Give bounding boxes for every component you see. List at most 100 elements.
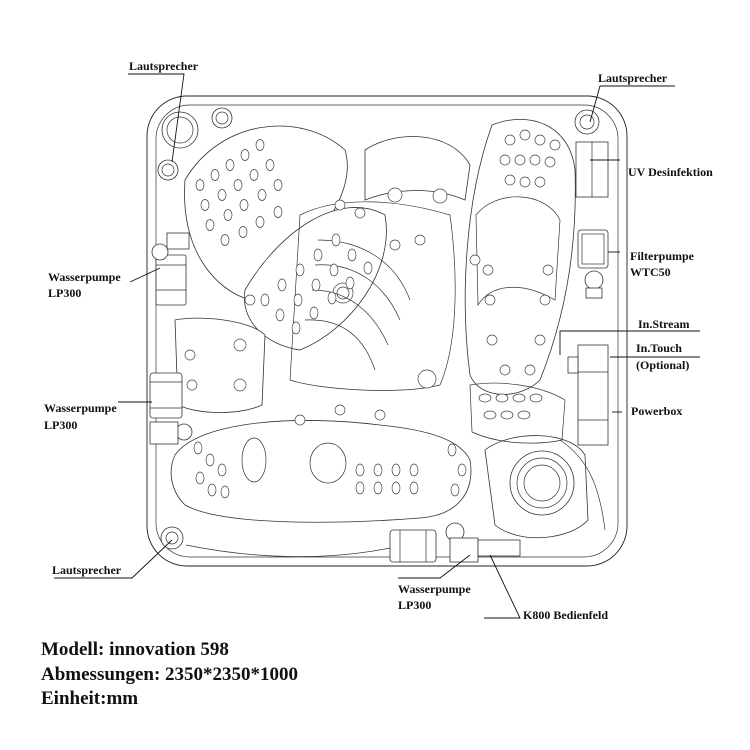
water-pump-left-1-icon (151, 232, 190, 306)
jet-icon (534, 334, 546, 346)
jet-icon (291, 321, 301, 335)
jet-icon (409, 463, 419, 477)
jet-icon (534, 176, 546, 188)
label-pump-left-2-name: Wasserpumpe (44, 401, 117, 415)
jet-icon (239, 199, 249, 211)
jet-icon (355, 481, 365, 495)
jet-icon (311, 278, 321, 292)
jet-icon (275, 308, 285, 322)
jet-icon (233, 179, 243, 191)
jet-icon (544, 156, 556, 168)
leader-lines (54, 73, 700, 619)
jet-icon (210, 169, 220, 181)
jet-icon (273, 206, 283, 218)
water-pump-bottom-icon (389, 522, 479, 563)
jet-icon (220, 234, 230, 246)
jet-icon (331, 233, 341, 247)
jet-icon (519, 176, 531, 188)
lounger-right (464, 118, 576, 395)
jet-icon (200, 199, 210, 211)
speaker-top-right-icon (574, 109, 600, 135)
jet-icon (447, 443, 457, 457)
jet-icon (482, 264, 494, 276)
label-speaker-bottom-left: Lautsprecher (52, 563, 122, 577)
jet-icon (457, 463, 467, 477)
label-speaker-top-left: Lautsprecher (129, 59, 199, 73)
label-pump-left-2-model: LP300 (44, 418, 77, 432)
label-pump-left-1-model: LP300 (48, 286, 81, 300)
label-control-panel: K800 Bedienfeld (523, 608, 608, 622)
jet-icon (373, 463, 383, 477)
spec-model: Modell: innovation 598 (41, 639, 229, 660)
jet-icon (277, 278, 287, 292)
seat-bottom-right (484, 435, 589, 539)
jet-icon (478, 393, 492, 403)
lounger-center (289, 201, 456, 391)
label-filter-pump-model: WTC50 (630, 265, 671, 279)
jet-icon (255, 139, 265, 151)
jet-icon (500, 410, 514, 420)
jet-icon (484, 294, 496, 306)
control-panel-unit (477, 539, 521, 557)
jet-icon (495, 393, 509, 403)
jet-icon (195, 179, 205, 191)
jet-icon (293, 293, 303, 307)
jet-icon (334, 199, 346, 211)
plumbing-pipe-right (559, 439, 606, 531)
jet-icon (257, 189, 267, 201)
jet-icon (529, 393, 543, 403)
jet-icon (238, 226, 248, 238)
jet-icon (519, 129, 531, 141)
jet-icon (184, 349, 196, 361)
jet-icon (363, 261, 373, 275)
jet-icon (205, 219, 215, 231)
label-powerbox: Powerbox (631, 404, 682, 418)
label-in-touch-optional: (Optional) (636, 358, 689, 372)
jet-icon (486, 334, 498, 346)
spec-dimensions: Abmessungen: 2350*2350*1000 (41, 664, 299, 685)
label-in-touch: In.Touch (636, 341, 682, 355)
jet-pattern (184, 129, 561, 499)
jet-icon (345, 276, 355, 290)
jet-icon (240, 149, 250, 161)
jet-icon (295, 263, 305, 277)
jet-icon (347, 248, 357, 262)
jet-icon (217, 463, 227, 477)
jet-icon (249, 169, 259, 181)
speaker-top-left-icon (157, 107, 233, 181)
jet-icon (549, 139, 561, 151)
powerbox-unit (567, 344, 609, 446)
uv-unit (575, 141, 609, 198)
jet-icon (539, 294, 551, 306)
jet-icon (195, 471, 205, 485)
jet-icon (205, 453, 215, 467)
jet-icon (207, 483, 217, 497)
jet-icon (273, 179, 283, 191)
jet-icon (483, 410, 497, 420)
plumbing-pipe (185, 544, 391, 558)
label-in-stream: In.Stream (638, 317, 689, 331)
jet-icon (391, 481, 401, 495)
label-pump-bottom-model: LP300 (398, 598, 431, 612)
spec-unit: Einheit:mm (41, 688, 139, 709)
jet-icon (354, 207, 366, 219)
jet-icon (255, 216, 265, 228)
jet-icon (499, 154, 511, 166)
jet-icon (355, 463, 365, 477)
jet-icon (313, 248, 323, 262)
jet-icon (391, 463, 401, 477)
label-uv: UV Desinfektion (628, 165, 713, 179)
lounger-bottom (170, 420, 472, 523)
jet-icon (409, 481, 419, 495)
jet-icon (542, 264, 554, 276)
speaker-bottom-left-icon (160, 526, 184, 550)
label-pump-left-1-name: Wasserpumpe (48, 270, 121, 284)
jet-icon (529, 154, 541, 166)
jet-icon (534, 134, 546, 146)
seat-upper-middle (364, 136, 471, 204)
jet-icon (374, 409, 386, 421)
jet-icon (504, 174, 516, 186)
jet-icon (373, 481, 383, 495)
label-filter-pump-name: Filterpumpe (630, 249, 695, 263)
